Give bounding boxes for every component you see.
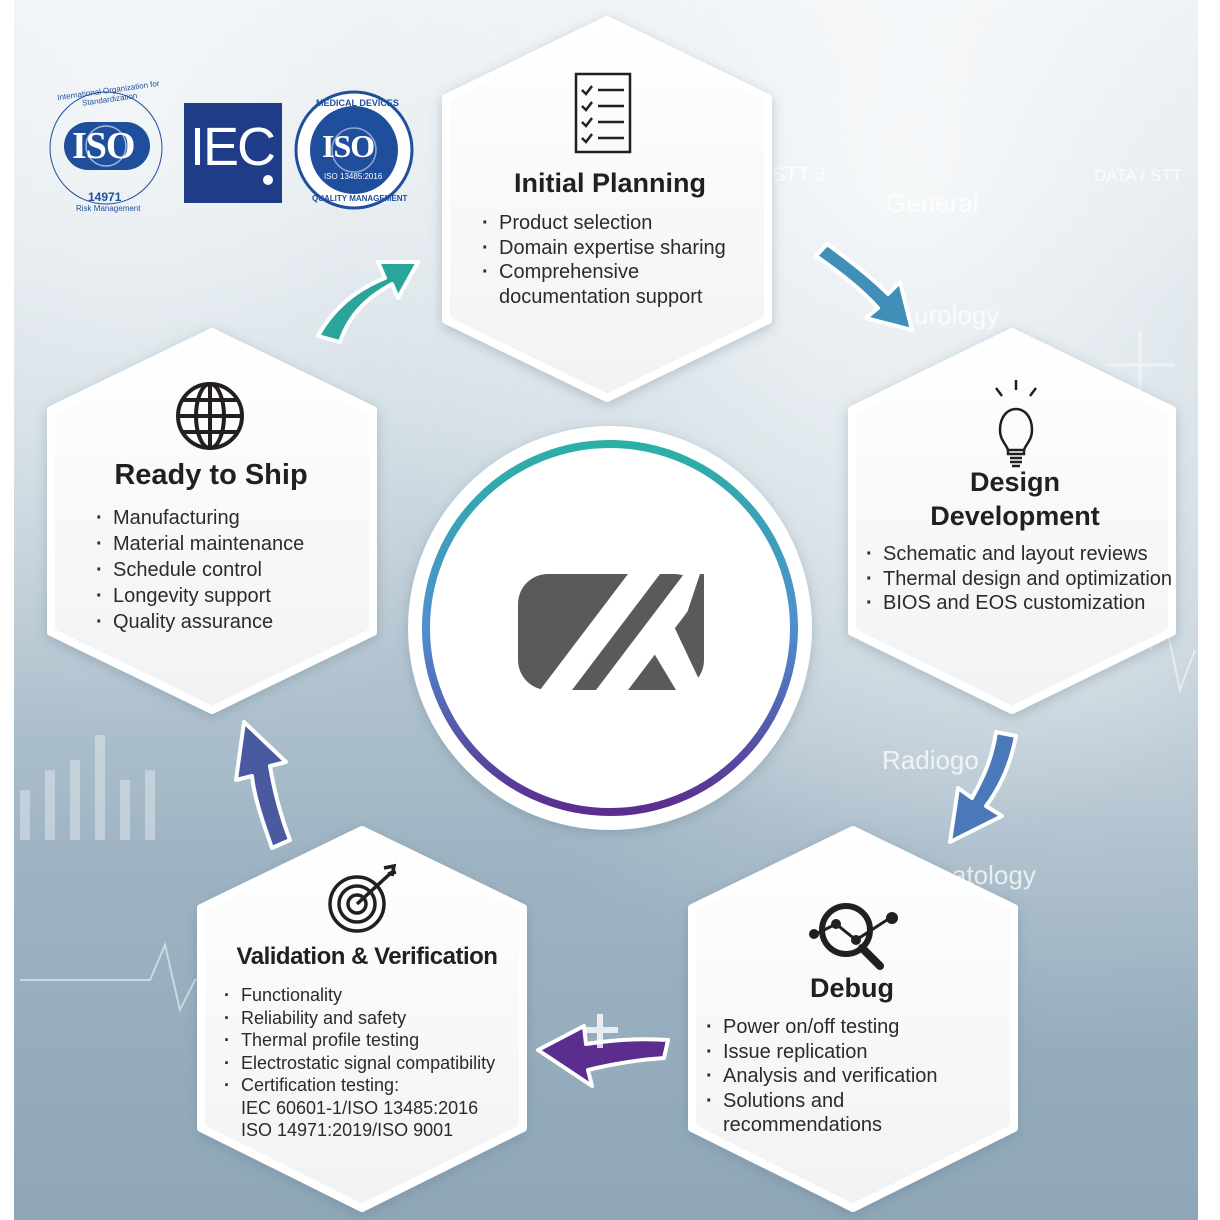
bg-label-neurology: urology bbox=[914, 300, 1000, 330]
list-item: Product selection bbox=[482, 211, 750, 236]
list-item: Thermal profile testing bbox=[224, 1029, 512, 1052]
list-item: BIOS and EOS customization bbox=[866, 591, 1176, 616]
list-item: Solutions and recommendations bbox=[706, 1089, 1006, 1138]
iso-14971-code: ISO bbox=[72, 125, 135, 167]
step-title-line1: Design bbox=[969, 467, 1061, 497]
bg-bar-chart bbox=[20, 735, 155, 840]
step-title-line2: Development bbox=[930, 501, 1100, 531]
iso-13485-logo bbox=[294, 90, 414, 210]
list-item: Reliability and safety bbox=[224, 1007, 512, 1030]
step-items: Power on/off testing Issue replication A… bbox=[706, 1015, 1006, 1138]
step-title: Initial Planning bbox=[513, 168, 706, 198]
iso-13485-code: ISO bbox=[322, 128, 375, 164]
hex-initial-planning bbox=[442, 16, 772, 402]
list-item: Schematic and layout reviews bbox=[866, 542, 1176, 567]
iso-14971-number: 14971 bbox=[88, 190, 122, 204]
iso-14971-logo bbox=[49, 91, 163, 205]
list-item: Electrostatic signal compatibility bbox=[224, 1052, 512, 1075]
list-item: Issue replication bbox=[706, 1040, 1006, 1065]
iso-medical-ring-bottom: QUALITY MANAGEMENT bbox=[312, 194, 408, 203]
step-validation: Validation & Verification Functionality … bbox=[222, 940, 512, 1142]
list-item: Analysis and verification bbox=[706, 1064, 1006, 1089]
arrow-to-validation bbox=[536, 1014, 670, 1088]
list-item: IEC 60601-1/ISO 13485:2016 bbox=[241, 1097, 479, 1118]
step-title: Debug bbox=[810, 973, 894, 1003]
list-item: Quality assurance bbox=[96, 609, 346, 635]
arrow-to-ready-to-ship bbox=[234, 720, 292, 850]
step-items: Schematic and layout reviews Thermal des… bbox=[866, 542, 1176, 616]
step-debug: Debug Power on/off testing Issue replica… bbox=[706, 971, 1006, 1138]
list-item: Comprehensive bbox=[482, 260, 750, 285]
target-icon bbox=[328, 863, 397, 933]
list-item: documentation support bbox=[499, 285, 703, 308]
bg-label-data-stt: DATA / STT bbox=[1094, 166, 1183, 185]
arrow-to-debug bbox=[948, 730, 1018, 844]
step-initial-planning: Initial Planning Product selection Domai… bbox=[470, 166, 750, 309]
bg-plus-sign bbox=[1105, 330, 1175, 390]
list-item: Manufacturing bbox=[96, 505, 346, 531]
hex-design-development bbox=[848, 328, 1176, 714]
iso-14971-caption: Risk Management bbox=[76, 204, 141, 213]
list-item: Domain expertise sharing bbox=[482, 236, 750, 261]
list-item: Longevity support bbox=[96, 583, 346, 609]
list-item: Thermal design and optimization bbox=[866, 567, 1176, 592]
step-items: Product selection Domain expertise shari… bbox=[482, 211, 750, 309]
list-item: ISO 14971:2019/ISO 9001 bbox=[241, 1120, 454, 1140]
globe-icon bbox=[176, 382, 244, 450]
lightbulb-icon bbox=[995, 380, 1037, 468]
step-title: Validation & Verification bbox=[236, 943, 498, 970]
magnifier-graph-icon bbox=[809, 903, 898, 970]
step-items: Manufacturing Material maintenance Sched… bbox=[96, 505, 346, 635]
step-design-development: Design Development Schematic and layout … bbox=[866, 465, 1176, 616]
checklist-icon bbox=[574, 72, 632, 154]
list-item: Schedule control bbox=[96, 557, 346, 583]
list-item: Material maintenance bbox=[96, 531, 346, 557]
iso-medical-ring-top: MEDICAL DEVICES bbox=[316, 98, 399, 108]
bg-label-radiology: Radiogo bbox=[882, 745, 979, 775]
iec-logo bbox=[184, 103, 282, 203]
step-title: Ready to Ship bbox=[114, 459, 308, 491]
arrow-to-initial-planning bbox=[316, 260, 420, 344]
list-item: Power on/off testing bbox=[706, 1015, 1006, 1040]
list-item: Functionality bbox=[224, 984, 512, 1007]
step-ready-to-ship: Ready to Ship Manufacturing Material mai… bbox=[96, 458, 346, 635]
axiomtek-logo bbox=[518, 574, 716, 690]
iec-text: IEC bbox=[190, 117, 276, 177]
list-item: Certification testing: bbox=[224, 1074, 512, 1097]
bg-label-stt3: STT 3 bbox=[772, 164, 827, 186]
step-items: Functionality Reliability and safety The… bbox=[224, 984, 512, 1142]
iso-13485-number: ISO 13485:2016 bbox=[324, 172, 383, 181]
bg-label-general: General bbox=[886, 188, 979, 218]
arrow-to-design-development bbox=[814, 242, 914, 332]
